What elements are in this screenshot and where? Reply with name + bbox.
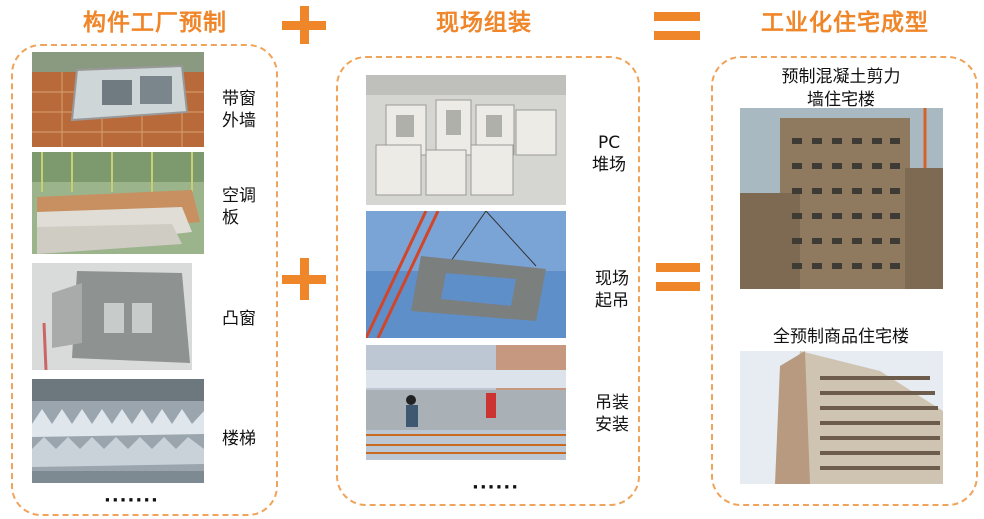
label-site-lifting: 现场 起吊	[595, 269, 629, 311]
label-ac-panel: 空调 板	[222, 186, 256, 228]
label-hoisting-install: 吊装 安装	[595, 393, 629, 435]
heading-industrial-housing: 工业化住宅成型	[761, 10, 929, 36]
photo-pc-yard	[366, 75, 566, 205]
photo-hoisting-install	[366, 345, 566, 460]
photo-precast-shearwall-building	[740, 108, 943, 289]
heading-factory-prefab: 构件工厂预制	[83, 10, 227, 36]
equals-icon	[654, 12, 700, 40]
site-more-ellipsis: ······	[472, 477, 520, 498]
label-pc-yard: PC 堆场	[592, 133, 626, 175]
plus-icon	[282, 6, 326, 44]
equals-icon	[656, 263, 700, 291]
photo-ac-panel	[32, 152, 204, 254]
photo-wall-with-window	[32, 52, 204, 147]
factory-more-ellipsis: ·······	[104, 490, 159, 511]
photo-bay-window	[32, 263, 192, 370]
label-wall-with-window: 带窗 外墙	[222, 89, 256, 131]
plus-icon	[282, 258, 326, 300]
label-precast-shearwall-building: 预制混凝土剪力 墙住宅楼	[781, 67, 901, 110]
photo-site-lifting	[366, 211, 566, 338]
label-full-precast-building: 全预制商品住宅楼	[773, 327, 909, 347]
photo-stairs	[32, 379, 204, 483]
photo-full-precast-building	[740, 351, 943, 484]
label-bay-window: 凸窗	[222, 309, 256, 329]
heading-site-assembly: 现场组装	[436, 10, 532, 36]
label-stairs: 楼梯	[222, 429, 256, 449]
